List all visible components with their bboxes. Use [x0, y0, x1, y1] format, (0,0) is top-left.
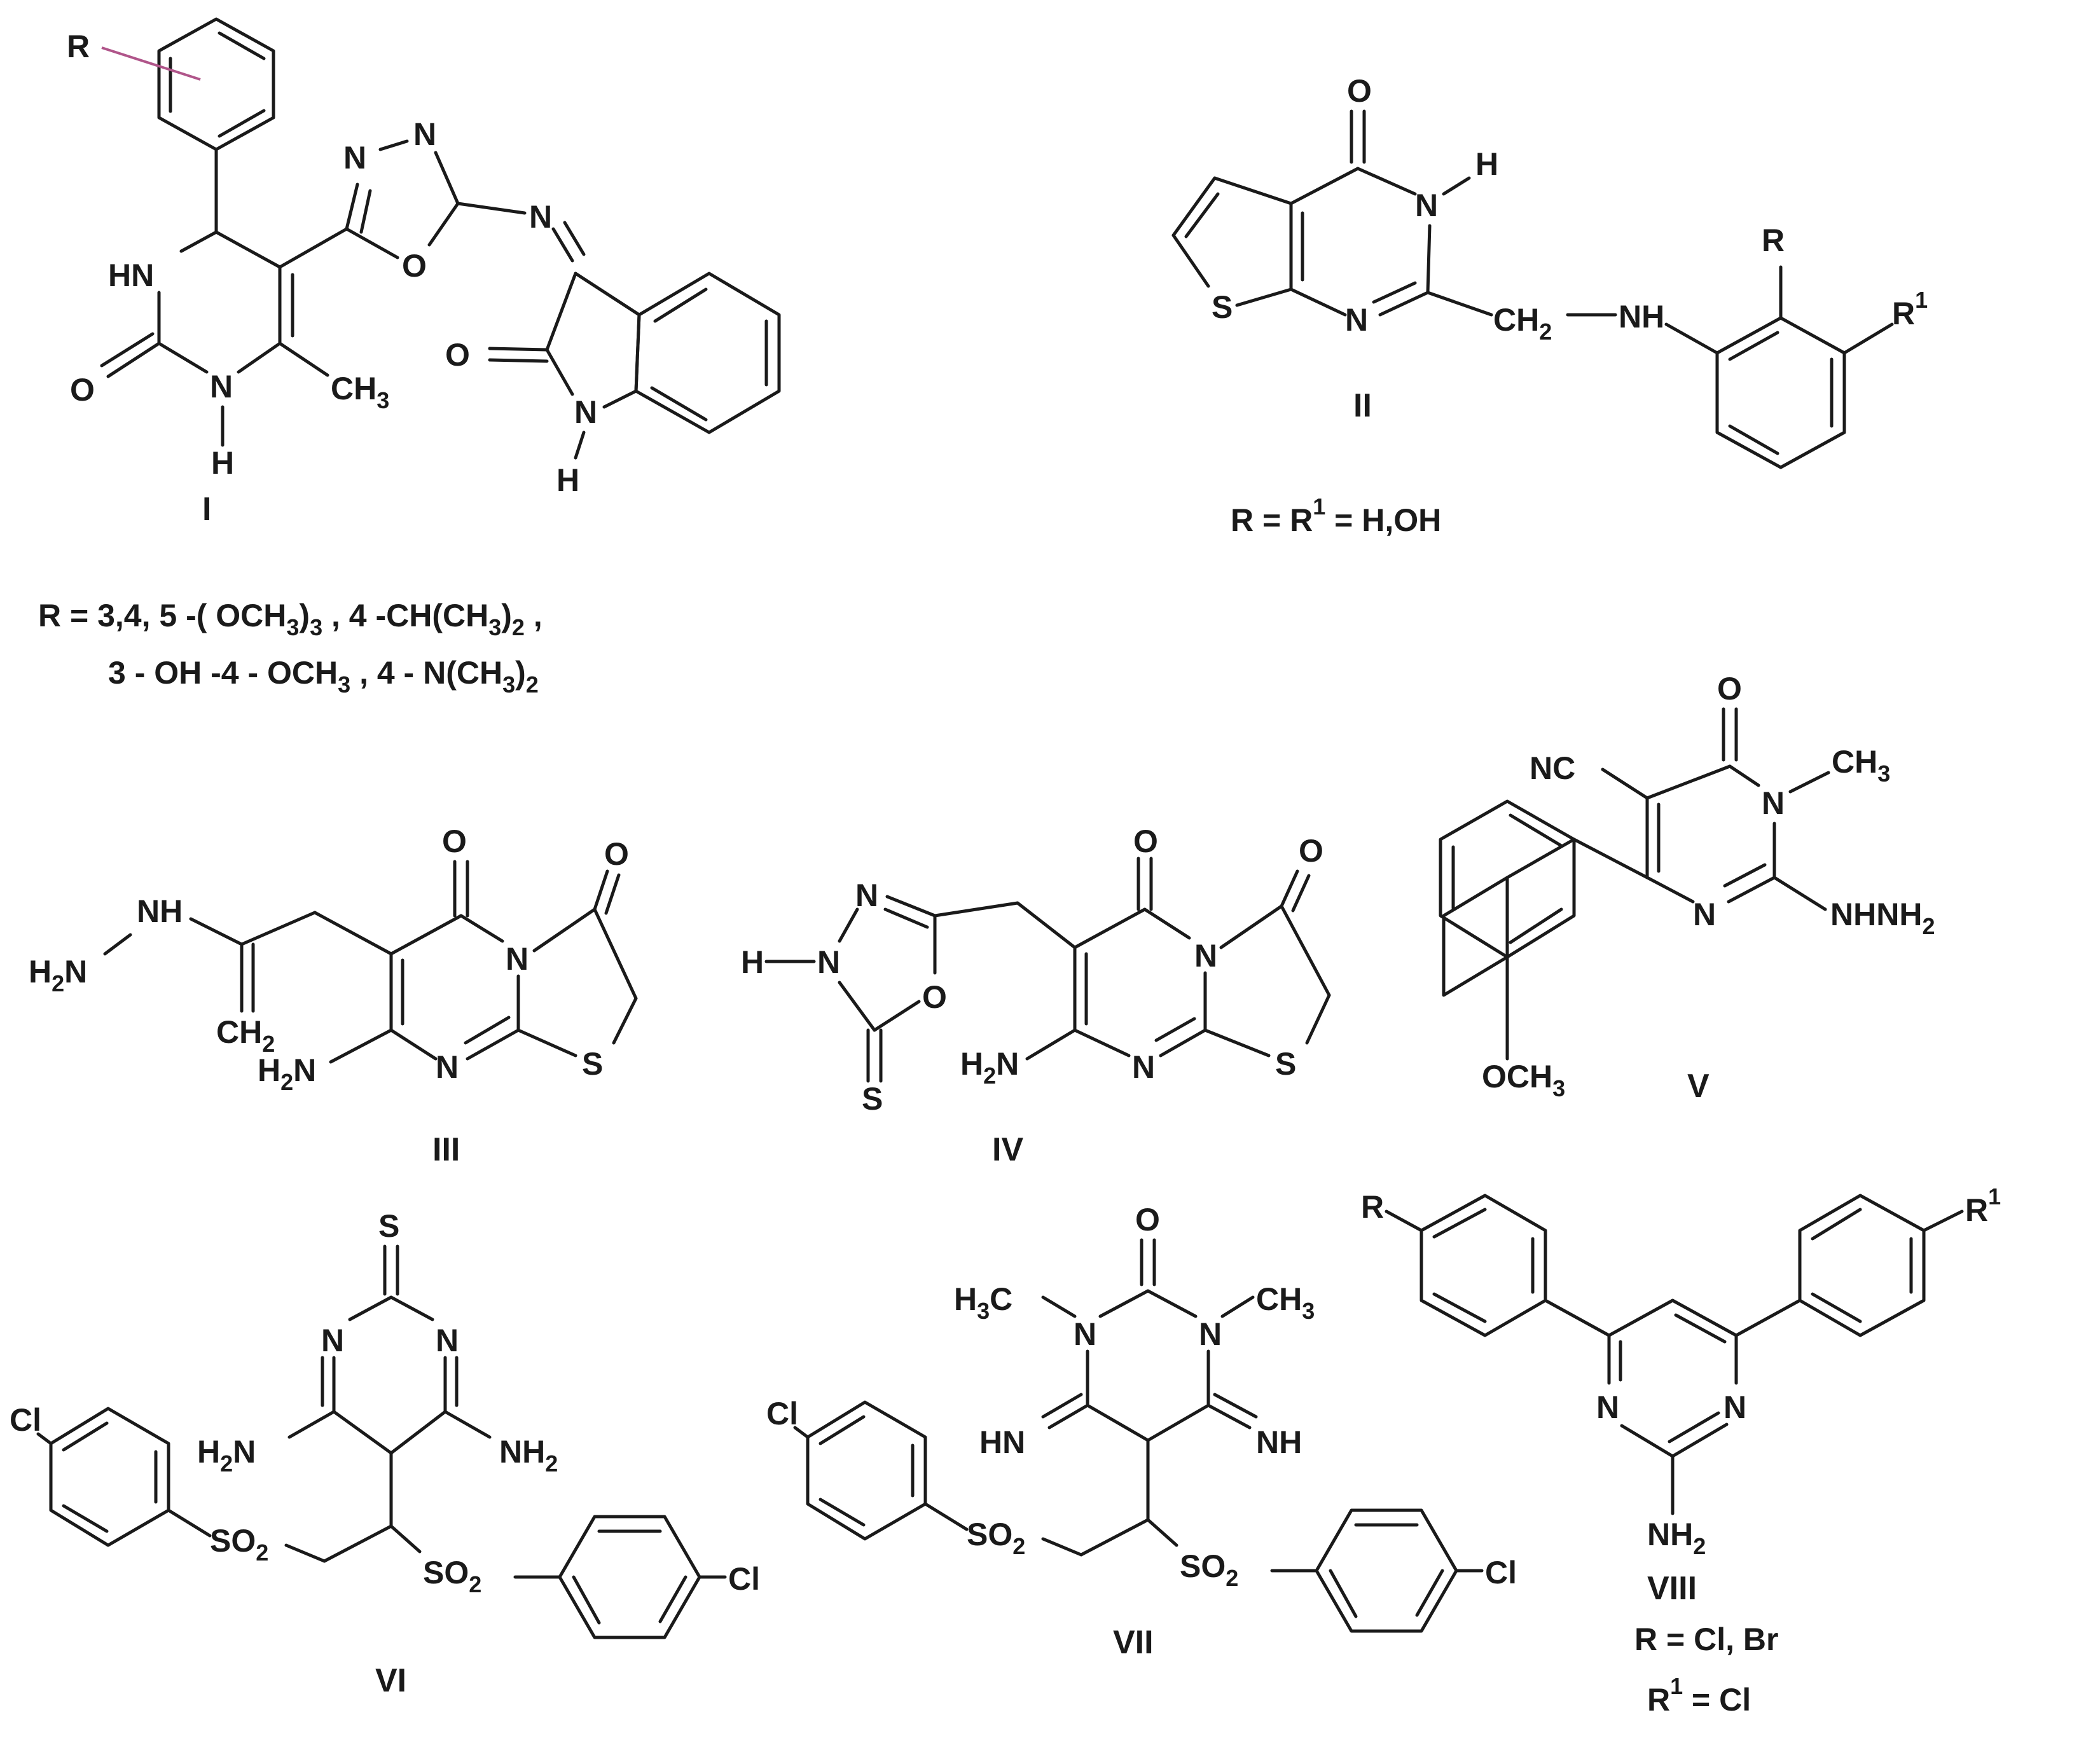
II-r-values: R = R1 = H,OH	[1231, 493, 1441, 538]
I-imine-N-label: N	[529, 199, 552, 235]
I-CH3-label: CH3	[331, 371, 389, 413]
VII-SO2b-label: SO2	[1180, 1548, 1238, 1591]
compound-III-label: III	[432, 1131, 460, 1168]
VII-H3C-label: H3C	[954, 1281, 1012, 1324]
V-OCH3-label: OCH3	[1482, 1059, 1565, 1101]
II-N1-label: N	[1345, 302, 1368, 338]
IV-N1-label: N	[855, 878, 878, 913]
IV-S-label: S	[1275, 1046, 1296, 1082]
VIII-NH2-label: NH2	[1647, 1517, 1706, 1559]
IV-O-ring-label: O	[922, 979, 947, 1015]
VI-N3-label: N	[436, 1323, 459, 1358]
VIII-R-label: R	[1361, 1189, 1384, 1225]
IV-O2-label: O	[1299, 833, 1323, 869]
I-lactam-N-label: N	[574, 394, 597, 430]
compound-V-label: V	[1687, 1068, 1710, 1105]
VII-SO2a-label: SO2	[967, 1517, 1025, 1559]
I-lactam-H-label: H	[556, 462, 579, 498]
compound-VI-label: VI	[375, 1662, 406, 1699]
compound-IV-label: IV	[992, 1131, 1023, 1168]
I-N1-label: N	[210, 369, 233, 404]
III-NH-label: NH	[137, 893, 183, 929]
VI-S-label: S	[378, 1208, 399, 1244]
IV-O1-label: O	[1133, 823, 1158, 859]
VIII-N3-label: N	[1596, 1389, 1619, 1425]
VI-SO2b-label: SO2	[423, 1555, 481, 1597]
IV-thione-S-label: S	[862, 1081, 883, 1117]
II-N3-H-label: H	[1475, 146, 1498, 182]
compound-II: O N H N S CH2 NH R R1 II R = R1 = H,OH	[1171, 73, 1928, 538]
VII-CH3-label: CH3	[1256, 1281, 1315, 1324]
I-HN-label: HN	[108, 258, 154, 293]
VII-Cl1-label: Cl	[766, 1396, 798, 1431]
compound-I-label: I	[202, 491, 211, 528]
I-oxadiazole-N4-label: N	[413, 116, 436, 152]
III-N-ring-label: N	[506, 941, 528, 977]
IV-H-label: H	[741, 944, 764, 980]
VIII-r-values-2: R1 = Cl	[1647, 1673, 1751, 1718]
II-R-label: R	[1762, 223, 1785, 258]
V-N3-label: N	[1693, 897, 1716, 932]
III-CH2-label: CH2	[216, 1014, 275, 1057]
III-O1-label: O	[442, 823, 467, 859]
III-H2N-label: H2N	[29, 954, 87, 996]
compound-VIII: R N N NH2 R1 VIII R = Cl, Br R1 = Cl	[1361, 1183, 2001, 1718]
V-NC-label: NC	[1530, 750, 1575, 786]
III-S-label: S	[582, 1046, 603, 1082]
V-N1-label: N	[1762, 785, 1785, 821]
svg-text:R = 3,4, 5 -( OCH3)3 , 4 -CH(C: R = 3,4, 5 -( OCH3)3 , 4 -CH(CH3)2 ,	[38, 598, 542, 640]
VI-SO2a-label: SO2	[210, 1523, 268, 1566]
IV-N-ring-label: N	[1194, 938, 1217, 974]
II-CH2-label: CH2	[1493, 302, 1552, 345]
II-N3-label: N	[1415, 188, 1438, 223]
IV-N-lower-label: N	[1132, 1049, 1155, 1085]
VII-HN-label: HN	[979, 1424, 1025, 1460]
compound-V: O N CH3 N NC NHNH2 OCH3 V	[1439, 671, 1935, 1105]
VI-NH2-label: NH2	[499, 1434, 558, 1477]
compound-I-r-values: R = 3,4, 5 -( OCH3)3 , 4 -CH(CH3)2 , 3 -…	[38, 598, 542, 698]
compound-I: R HN O N H CH3 N N O N O N H I	[67, 17, 781, 528]
VIII-r-values-1: R = Cl, Br	[1634, 1622, 1778, 1657]
I-N1-H-label: H	[211, 445, 234, 481]
II-NH-label: NH	[1619, 299, 1664, 334]
VIII-N1-label: N	[1724, 1389, 1746, 1425]
VI-N1-label: N	[321, 1323, 344, 1358]
II-R1-label: R1	[1892, 287, 1928, 331]
I-oxadiazole-N3-label: N	[343, 140, 366, 176]
compound-VII: O N N H3C CH3 HN NH SO2 SO2 Cl Cl VII	[766, 1202, 1517, 1661]
IV-N2-label: N	[817, 944, 840, 980]
VII-N3-label: N	[1199, 1316, 1222, 1352]
I-oxadiazole-O-label: O	[402, 248, 427, 284]
compound-VII-label: VII	[1113, 1624, 1154, 1661]
I-lactam-O-label: O	[445, 337, 470, 373]
I-O-urea-label: O	[70, 372, 95, 408]
VI-H2N-label: H2N	[197, 1434, 256, 1477]
I-R-label: R	[67, 29, 90, 64]
III-O2-label: O	[604, 836, 629, 872]
II-O-label: O	[1347, 73, 1372, 109]
compound-IV: N H N O S N N O S O H2N IV	[741, 823, 1331, 1168]
VI-Cl2-label: Cl	[728, 1561, 760, 1597]
VII-NH-label: NH	[1256, 1424, 1302, 1460]
compound-VI: S N N H2N NH2 SO2 SO2 Cl Cl VI	[10, 1208, 760, 1699]
III-NH2-label: H2N	[258, 1052, 316, 1095]
VII-Cl2-label: Cl	[1485, 1555, 1517, 1590]
VI-Cl1-label: Cl	[10, 1402, 41, 1438]
VIII-R1-label: R1	[1965, 1183, 2001, 1228]
compound-II-label: II	[1353, 387, 1372, 424]
compound-VIII-label: VIII	[1647, 1570, 1697, 1607]
V-CH3-label: CH3	[1832, 744, 1890, 787]
compound-III: H2N NH CH2 N N O S O H2N III	[29, 823, 638, 1168]
VII-O-label: O	[1135, 1202, 1160, 1237]
III-N-lower-label: N	[436, 1049, 459, 1085]
II-S-label: S	[1212, 289, 1233, 325]
VII-N1-label: N	[1074, 1316, 1096, 1352]
V-O-label: O	[1717, 671, 1742, 706]
V-NHNH2-label: NHNH2	[1830, 897, 1935, 939]
IV-NH2-label: H2N	[960, 1046, 1019, 1089]
svg-text:3 - OH -4 - OCH3 , 4 - N(CH3)2: 3 - OH -4 - OCH3 , 4 - N(CH3)2	[108, 655, 539, 698]
